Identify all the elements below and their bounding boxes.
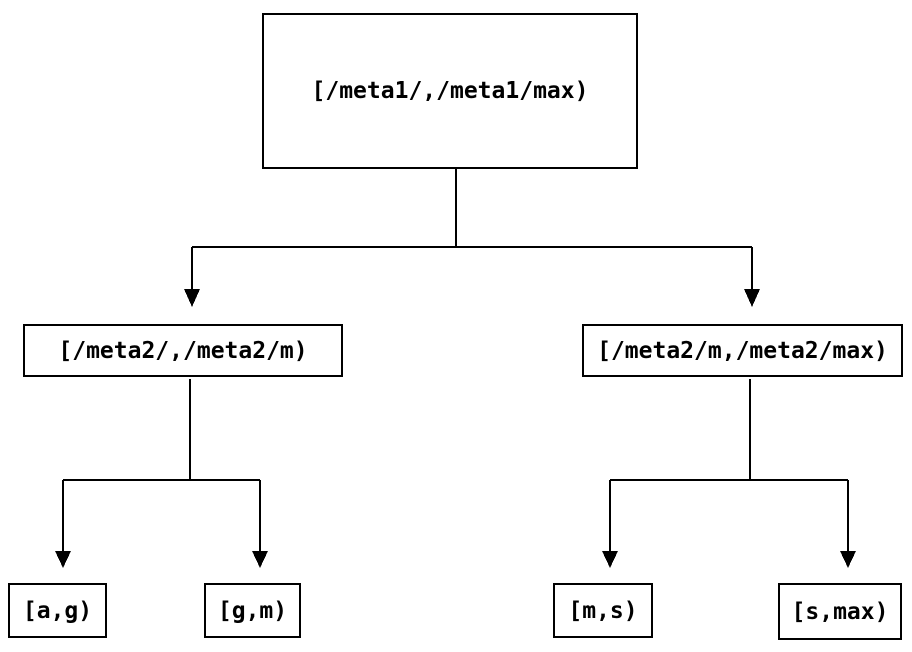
node-label: [g,m)	[217, 597, 288, 624]
node-leaf-s-max: [s,max)	[778, 583, 902, 640]
node-leaf-g-m: [g,m)	[204, 583, 301, 638]
arrow-down-icon	[55, 551, 71, 568]
arrow-down-icon	[744, 289, 760, 307]
node-leaf-m-s: [m,s)	[553, 583, 653, 638]
node-label: [/meta1/,/meta1/max)	[311, 78, 589, 104]
node-label: [m,s)	[568, 597, 638, 624]
node-label: [/meta2/,/meta2/m)	[58, 337, 308, 364]
node-meta2-left-interval: [/meta2/,/meta2/m)	[23, 324, 343, 377]
node-leaf-a-g: [a,g)	[8, 583, 107, 638]
node-meta2-right-interval: [/meta2/m,/meta2/max)	[582, 324, 903, 377]
arrow-down-icon	[252, 551, 268, 568]
node-label: [s,max)	[791, 598, 889, 625]
node-label: [a,g)	[22, 597, 93, 624]
arrow-down-icon	[184, 289, 200, 307]
node-label: [/meta2/m,/meta2/max)	[597, 337, 888, 364]
arrow-down-icon	[602, 551, 618, 568]
node-root-interval: [/meta1/,/meta1/max)	[262, 13, 638, 169]
arrow-down-icon	[840, 551, 856, 568]
